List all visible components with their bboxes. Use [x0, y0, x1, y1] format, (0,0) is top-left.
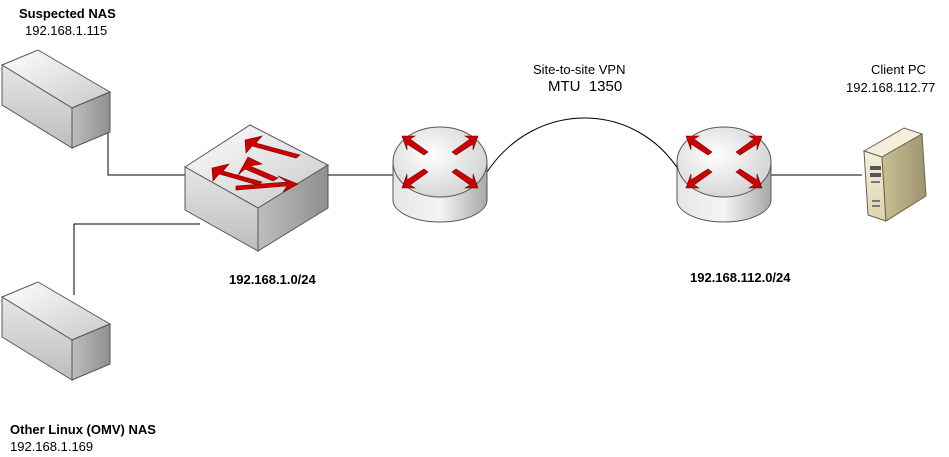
client-pc-name: Client PC	[871, 62, 926, 77]
vpn-mtu-label: MTU	[548, 78, 581, 95]
nas-server-icon	[0, 281, 112, 381]
suspected-nas-name: Suspected NAS	[19, 6, 116, 21]
link-other-nas-switch	[73, 223, 200, 295]
router-icon	[676, 126, 772, 223]
network-label-lan-b: 192.168.112.0/24	[690, 270, 791, 285]
client-pc-ip: 192.168.112.77	[846, 80, 936, 95]
switch-icon	[184, 124, 330, 252]
nas-server-icon	[0, 49, 112, 149]
pc-tower-icon	[862, 127, 927, 222]
link-suspected-nas-switch	[107, 112, 185, 176]
vpn-mtu: MTU 1350	[548, 79, 622, 95]
vpn-title: Site-to-site VPN	[533, 62, 626, 77]
other-nas-name: Other Linux (OMV) NAS	[10, 422, 156, 437]
suspected-nas-ip: 192.168.1.115	[25, 23, 108, 38]
vpn-tunnel-link	[486, 117, 681, 173]
other-nas-ip: 192.168.1.169	[10, 439, 94, 454]
network-label-lan-a: 192.168.1.0/24	[229, 272, 316, 287]
router-icon	[392, 126, 488, 223]
vpn-mtu-value: 1350	[588, 78, 623, 95]
connection-lines	[73, 112, 862, 295]
